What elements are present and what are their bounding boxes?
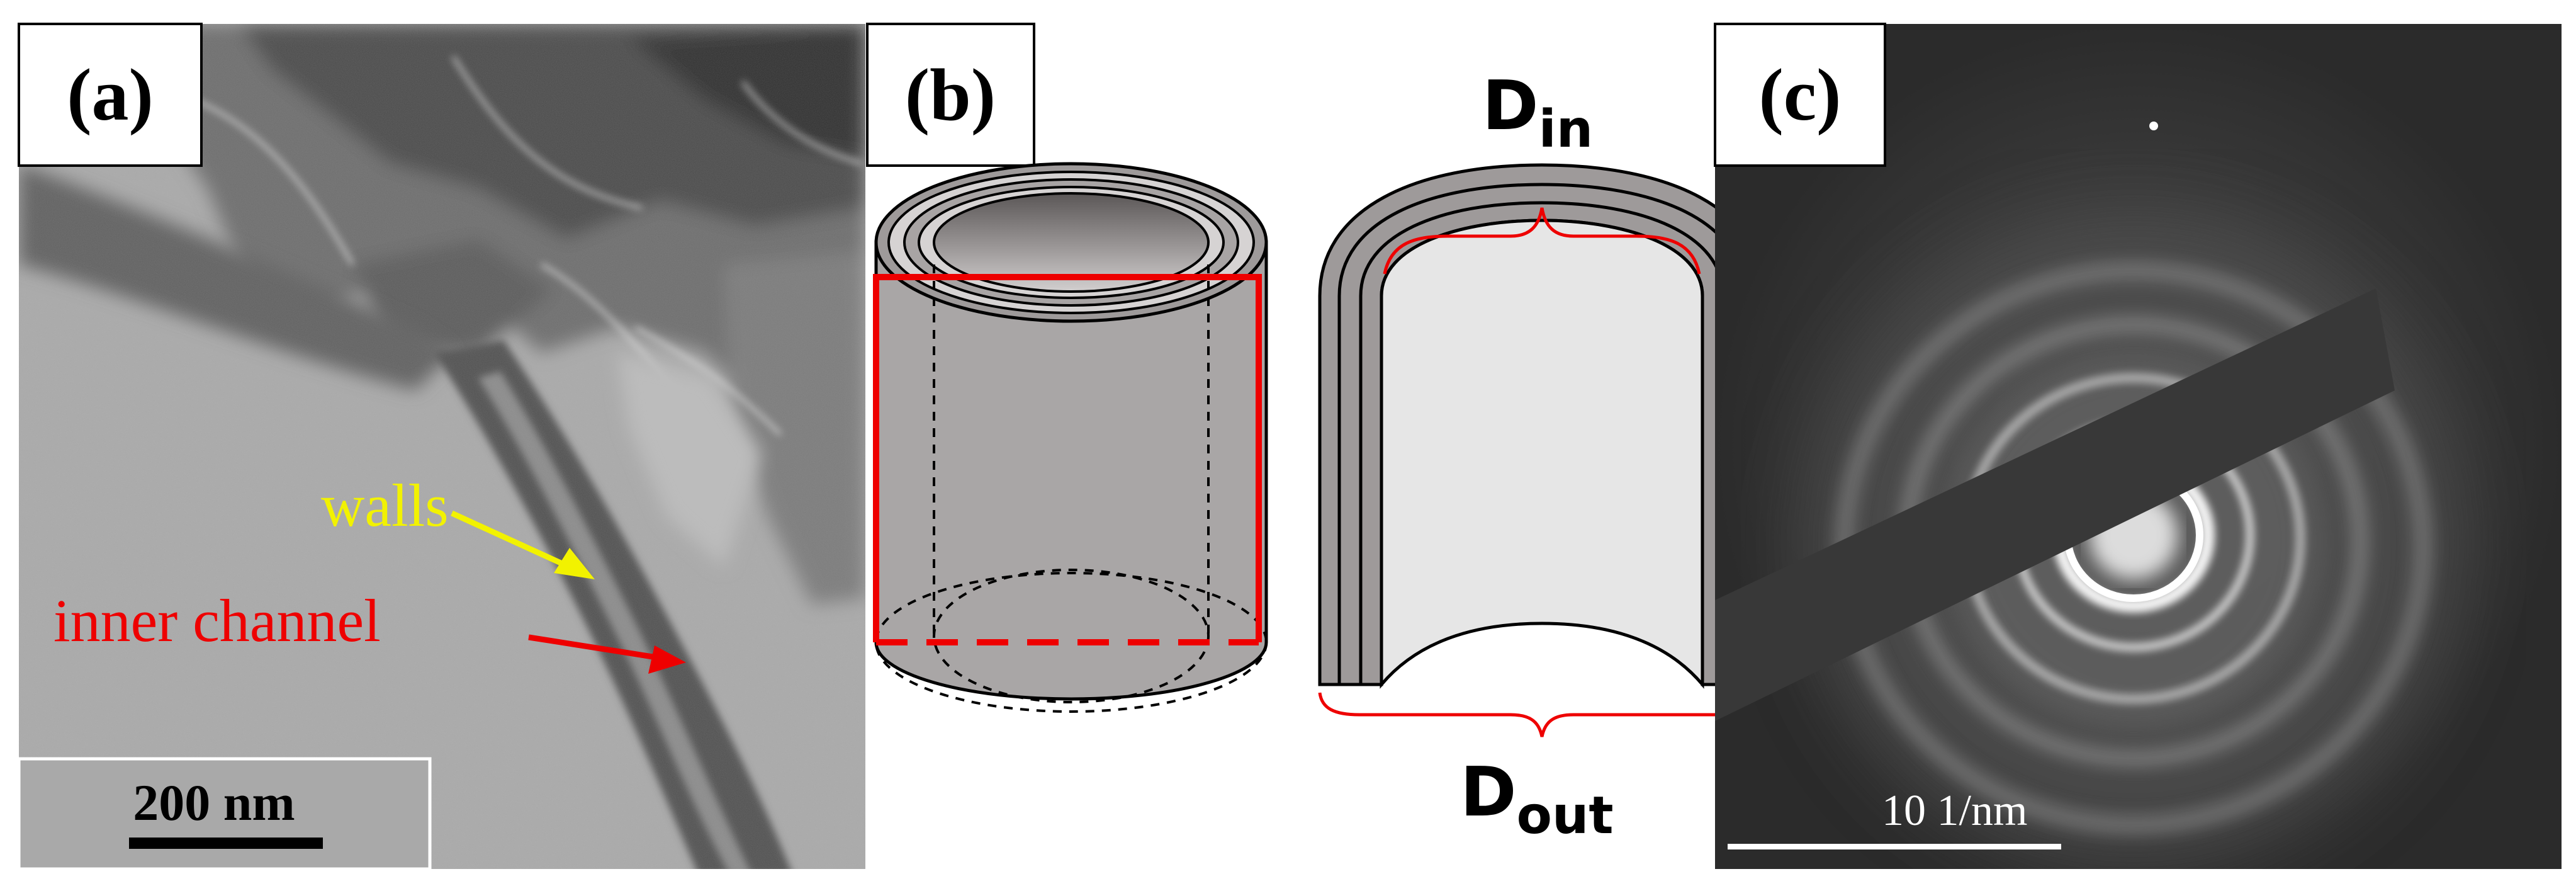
panel-c-label: (c): [1759, 54, 1842, 136]
cylinder-inner-lid: [933, 192, 1210, 293]
walls-arrowhead: [554, 548, 595, 579]
panel-b: (b): [866, 23, 1766, 846]
d-in-label: Din: [1482, 67, 1593, 159]
d-out-label: Dout: [1460, 753, 1614, 846]
inner-hollow: [1380, 219, 1704, 689]
scale-bar-c-line: [1728, 844, 2061, 849]
panel-a: walls inner channel 200 nm: [19, 24, 865, 869]
panel-b-label: (b): [905, 54, 996, 136]
inner-channel-arrowhead: [648, 645, 686, 674]
d-in-subscript: in: [1539, 99, 1593, 159]
d-out-brace: [1318, 692, 1766, 737]
cross-section-outline: [873, 274, 1262, 642]
d-out-base: D: [1460, 753, 1517, 832]
panel-a-label-box: (a): [18, 23, 203, 167]
inner-channel-label: inner channel: [53, 587, 381, 654]
diffraction-spot: [2149, 122, 2158, 130]
d-out-subscript: out: [1517, 786, 1614, 846]
scale-bar-a: 200 nm: [19, 757, 432, 869]
scale-bar-c: 10 1/nm: [1728, 787, 2061, 849]
panel-a-label: (a): [67, 54, 154, 136]
inner-channel-annotation: inner channel: [53, 587, 686, 674]
nanotube-cylinder: [873, 162, 1268, 713]
panel-c: 10 1/nm: [1715, 24, 2562, 869]
walls-annotation: walls: [321, 472, 595, 579]
d-in-base: D: [1482, 67, 1539, 145]
scale-bar-a-label: 200 nm: [133, 774, 295, 831]
beam-stop: [1715, 288, 2395, 721]
inner-channel-arrow: [528, 634, 661, 661]
scale-bar-a-line: [129, 838, 323, 849]
panel-c-label-box: (c): [1714, 23, 1886, 167]
walls-arrow: [451, 510, 577, 573]
walls-label: walls: [321, 472, 449, 539]
nanotube-cross-section: Din Dout: [1318, 67, 1766, 846]
d-in-brace: [1383, 207, 1701, 275]
scale-bar-c-label: 10 1/nm: [1882, 787, 2027, 835]
